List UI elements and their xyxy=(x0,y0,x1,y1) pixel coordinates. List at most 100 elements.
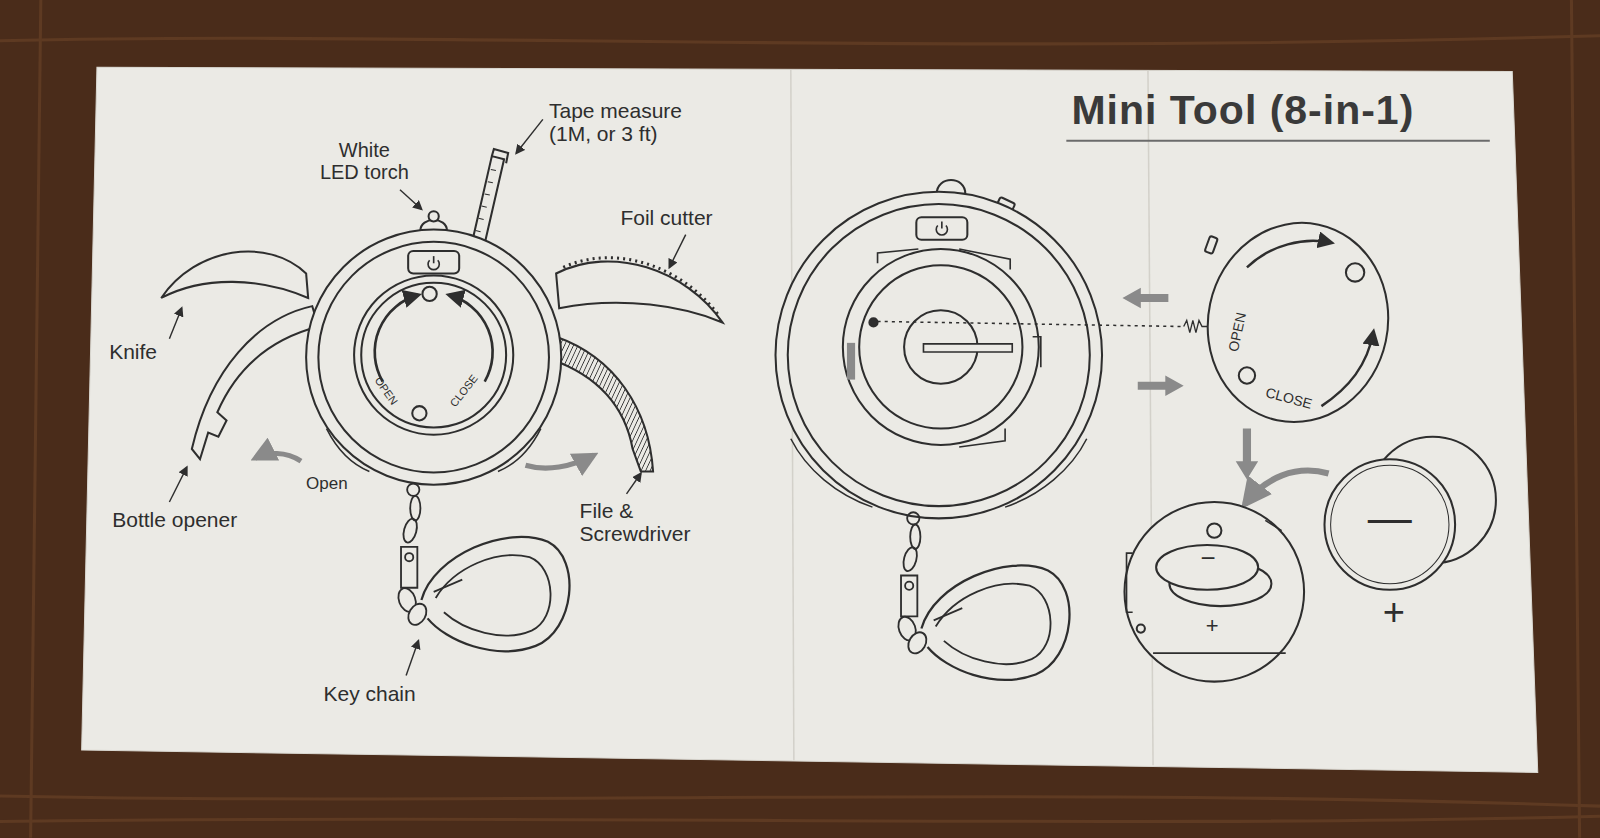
battery-compartment xyxy=(843,249,1039,445)
battery xyxy=(1324,459,1455,590)
battery-cover xyxy=(1239,367,1255,383)
dial-dot xyxy=(422,287,436,301)
leader-lines xyxy=(406,641,418,676)
file-screwdriver xyxy=(551,337,653,472)
leader-lines xyxy=(669,235,685,268)
tape-hook xyxy=(492,149,508,163)
wood-grain xyxy=(1571,0,1579,838)
wood-grain xyxy=(0,36,1600,44)
knife-blade xyxy=(161,252,308,298)
battery-compartment-detail xyxy=(1127,520,1286,653)
tool-open-view xyxy=(161,149,722,485)
tool-body xyxy=(776,192,1103,519)
power-button xyxy=(408,251,459,273)
open-arrow xyxy=(526,455,594,468)
tape-ticks xyxy=(488,182,493,183)
leader-lines xyxy=(169,119,685,675)
battery-cover xyxy=(1247,241,1332,267)
wood-grain xyxy=(0,796,1600,806)
cover-label: CLOSE xyxy=(1264,385,1313,411)
part-label: Tape measure (1M, or 3 ft) xyxy=(549,99,717,146)
part-label: File & Screwdriver xyxy=(580,499,705,546)
battery-rim xyxy=(1331,465,1449,583)
battery-cover xyxy=(1346,263,1364,281)
polarity-sign: — xyxy=(1368,496,1412,540)
bottle-opener xyxy=(192,306,319,459)
dashed-guide xyxy=(878,321,1184,326)
grip xyxy=(1005,439,1087,507)
battery-compartment-detail xyxy=(1124,502,1304,682)
foil-cutter xyxy=(556,261,722,322)
open-arrow xyxy=(255,454,301,462)
polarity-sign: + xyxy=(1206,615,1219,637)
dial-ring xyxy=(361,283,506,428)
contact-slot xyxy=(923,344,1012,352)
spring xyxy=(1184,320,1211,332)
tape-ticks xyxy=(476,231,481,232)
led-torch xyxy=(429,211,439,221)
tape-ticks xyxy=(482,206,487,207)
battery-cover xyxy=(1189,206,1406,439)
battery-compartment-detail xyxy=(1156,545,1258,590)
title: Mini Tool (8-in-1) xyxy=(1071,88,1414,134)
rotate-arrow xyxy=(449,295,493,382)
dial xyxy=(354,276,513,435)
leader-lines xyxy=(169,467,186,502)
lock-dot xyxy=(869,318,877,326)
tape-ticks xyxy=(491,169,496,170)
fold-line xyxy=(1148,70,1153,765)
battery-compartment-detail xyxy=(1207,523,1221,537)
paper-sheet xyxy=(82,67,1538,772)
power-icon xyxy=(941,221,943,228)
battery-cover xyxy=(1189,206,1406,439)
move-arrow xyxy=(1138,376,1184,396)
tool-body xyxy=(306,230,561,485)
tape-ticks xyxy=(476,169,496,231)
power-icon xyxy=(428,256,439,270)
wood-grain xyxy=(31,0,41,838)
tool-battery-view xyxy=(776,180,1103,518)
wood-grain xyxy=(0,816,1600,821)
power-button xyxy=(916,217,967,239)
power-icon xyxy=(936,221,947,235)
part-label: Key chain xyxy=(323,682,415,706)
tape-ticks xyxy=(479,218,484,219)
polarity-sign: − xyxy=(1201,545,1216,571)
battery-cover xyxy=(1321,332,1373,406)
title-underline xyxy=(1066,140,1489,142)
polarity-sign: + xyxy=(1383,593,1405,631)
leader-lines xyxy=(627,473,641,493)
leader-lines xyxy=(400,190,421,209)
tool-body-ring xyxy=(318,242,549,473)
part-label: White LED torch xyxy=(318,139,410,184)
dial-label: OPEN xyxy=(372,375,399,407)
grip xyxy=(327,429,370,472)
foil-cutter-teeth xyxy=(563,258,719,317)
part-label: Bottle opener xyxy=(112,508,237,532)
cover-label: OPEN xyxy=(1226,311,1248,353)
battery-compartment-detail xyxy=(1137,624,1145,632)
rotate-arrow xyxy=(375,295,419,382)
battery-cover xyxy=(1205,236,1218,254)
dial-dot xyxy=(412,406,426,420)
battery-compartment-detail xyxy=(1124,437,1495,682)
leader-lines xyxy=(169,308,181,339)
power-icon xyxy=(433,256,435,263)
action-label: Open xyxy=(306,474,348,493)
compartment-floor xyxy=(859,265,1022,428)
spring-contact xyxy=(847,343,855,380)
tape-ticks xyxy=(485,194,490,195)
part-label: Knife xyxy=(109,340,157,364)
dial-label: CLOSE xyxy=(448,373,480,409)
insert-arrow xyxy=(1245,471,1329,505)
part-label: Foil cutter xyxy=(620,206,712,230)
move-arrow xyxy=(1122,288,1168,308)
leader-lines xyxy=(516,119,543,153)
tool-body-ring xyxy=(788,204,1090,506)
move-arrow xyxy=(1236,429,1258,480)
key-chain xyxy=(895,512,1069,680)
